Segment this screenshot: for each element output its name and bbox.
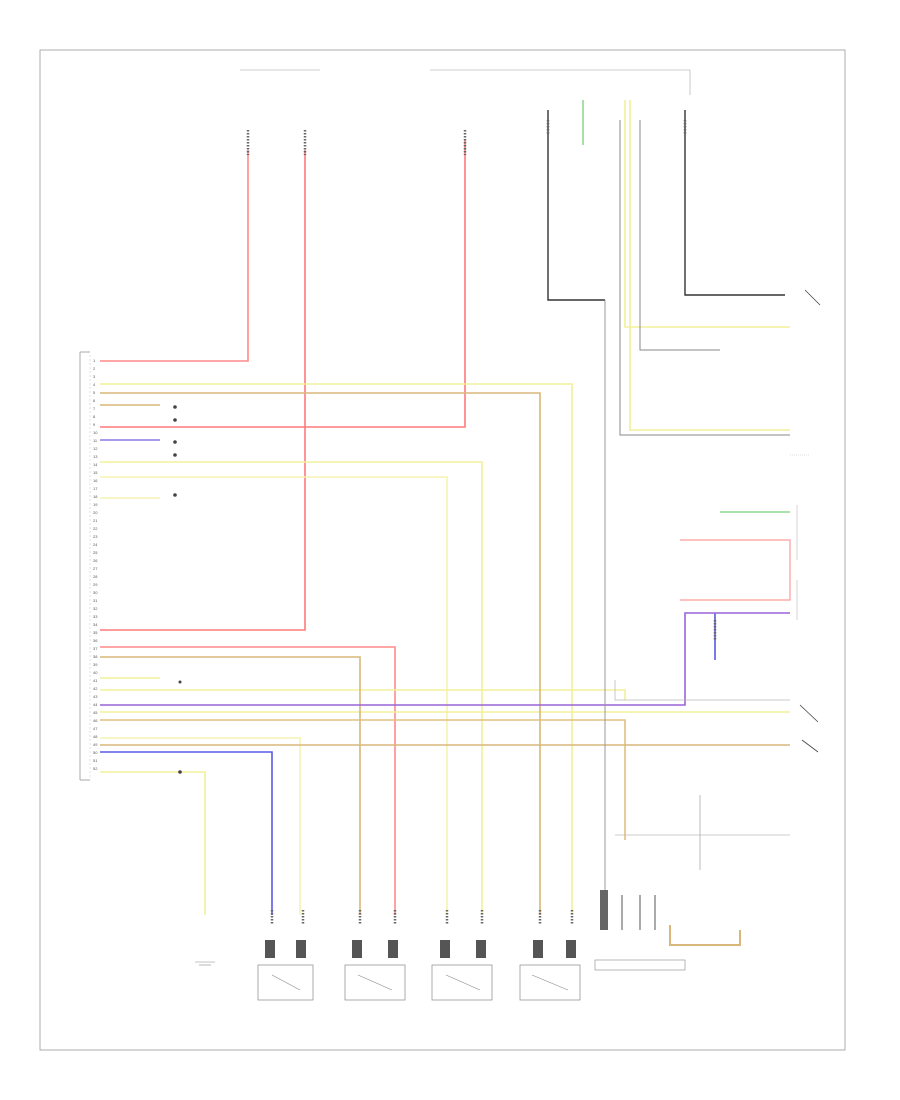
control-module — [79, 351, 91, 781]
wire-black-2 — [684, 110, 785, 296]
svg-text:10: 10 — [93, 430, 98, 435]
svg-text:52: 52 — [93, 766, 98, 771]
svg-text:21: 21 — [93, 518, 98, 523]
svg-text:25: 25 — [93, 550, 98, 555]
svg-text:12: 12 — [93, 446, 98, 451]
wire-red-1 — [100, 150, 249, 362]
svg-text:27: 27 — [93, 566, 98, 571]
svg-text:8: 8 — [93, 414, 96, 419]
svg-text:15: 15 — [93, 470, 98, 475]
svg-text:1: 1 — [93, 358, 96, 363]
svg-text:50: 50 — [93, 750, 98, 755]
svg-text:18: 18 — [93, 494, 98, 499]
svg-text:39: 39 — [93, 662, 98, 667]
svg-text:47: 47 — [93, 726, 98, 731]
svg-text:14: 14 — [93, 462, 98, 467]
svg-text:31: 31 — [93, 598, 98, 603]
wire-yellow-6 — [100, 689, 626, 700]
svg-text:49: 49 — [93, 742, 98, 747]
wire-yellow-2 — [100, 461, 483, 915]
connector-3 — [431, 940, 493, 1001]
wire-yellow-8 — [100, 771, 206, 915]
ground-symbol — [195, 961, 215, 966]
svg-text:40: 40 — [93, 670, 98, 675]
wire-tan-3 — [100, 656, 361, 915]
svg-text:32: 32 — [93, 606, 98, 611]
switches — [799, 289, 821, 753]
wire-yellow-right-2 — [629, 100, 790, 431]
wire-black-1 — [547, 110, 605, 301]
wire-stubs — [246, 120, 717, 925]
svg-text:30: 30 — [93, 590, 98, 595]
right-components — [790, 454, 810, 620]
wire-purple-2 — [100, 612, 790, 706]
svg-text:20: 20 — [93, 510, 98, 515]
connector-2 — [344, 940, 406, 1001]
svg-text:41: 41 — [93, 678, 98, 683]
wire-yellow-3 — [100, 476, 448, 915]
wire-tan-1 — [100, 392, 541, 915]
svg-text:34: 34 — [93, 622, 98, 627]
svg-text:19: 19 — [93, 502, 98, 507]
svg-text:48: 48 — [93, 734, 98, 739]
wire-yellow-right-1 — [624, 100, 790, 328]
wire-blue-1 — [100, 751, 273, 915]
svg-text:35: 35 — [93, 630, 98, 635]
wires — [100, 100, 791, 946]
top-bus — [240, 69, 691, 95]
svg-text:4: 4 — [93, 382, 96, 387]
svg-text:26: 26 — [93, 558, 98, 563]
svg-text:16: 16 — [93, 478, 98, 483]
svg-text:24: 24 — [93, 542, 98, 547]
svg-text:51: 51 — [93, 758, 98, 763]
connector-4 — [519, 940, 581, 1001]
svg-text:11: 11 — [93, 438, 98, 443]
svg-text:42: 42 — [93, 686, 98, 691]
svg-text:44: 44 — [93, 702, 98, 707]
connector-1 — [257, 940, 314, 1001]
svg-text:5: 5 — [93, 390, 96, 395]
svg-text:2: 2 — [93, 366, 96, 371]
wire-yellow-1 — [100, 383, 573, 915]
svg-text:36: 36 — [93, 638, 98, 643]
svg-text:17: 17 — [93, 486, 98, 491]
wire-red-3 — [100, 150, 306, 631]
svg-text:46: 46 — [93, 718, 98, 723]
svg-text:45: 45 — [93, 710, 98, 715]
svg-text:13: 13 — [93, 454, 98, 459]
svg-text:28: 28 — [93, 574, 98, 579]
svg-text:29: 29 — [93, 582, 98, 587]
svg-text:37: 37 — [93, 646, 98, 651]
svg-text:43: 43 — [93, 694, 98, 699]
wire-tan-6 — [669, 925, 741, 946]
connector-5 — [594, 890, 686, 971]
wire-gray-4 — [680, 539, 791, 601]
svg-text:7: 7 — [93, 406, 96, 411]
svg-text:6: 6 — [93, 398, 96, 403]
svg-text:33: 33 — [93, 614, 98, 619]
wire-gray-1 — [639, 120, 720, 351]
wire-gray-5 — [614, 680, 790, 701]
svg-text:23: 23 — [93, 534, 98, 539]
wire-red-4 — [100, 646, 396, 915]
svg-text:3: 3 — [93, 374, 96, 379]
wire-gray-2 — [619, 120, 790, 436]
diagram-border — [39, 49, 846, 1051]
splice-dots — [173, 405, 182, 774]
svg-text:38: 38 — [93, 654, 98, 659]
wire-tan-4 — [100, 719, 626, 840]
wire-red-2 — [100, 140, 466, 428]
wire-yellow-9 — [100, 737, 301, 915]
svg-text:22: 22 — [93, 526, 98, 531]
bottom-connectors — [257, 890, 686, 1001]
svg-text:9: 9 — [93, 422, 96, 427]
